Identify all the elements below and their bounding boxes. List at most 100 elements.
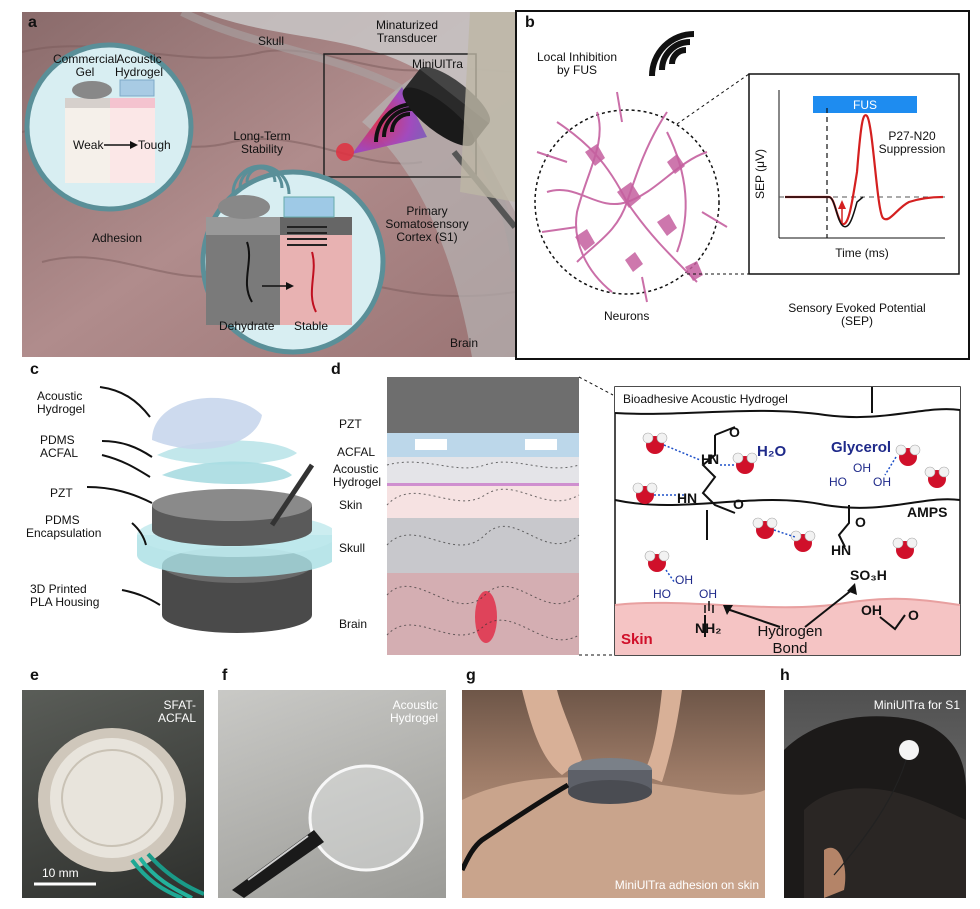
hydrogel-photo	[232, 764, 424, 898]
skin-adhesion-photo	[462, 690, 765, 898]
panel-c-letter: c	[30, 361, 39, 378]
chem-n-3: N	[841, 542, 852, 558]
c-housing-line1: 3D Printed	[30, 582, 87, 596]
long-term-label-line2: Stability	[240, 142, 284, 156]
sep-caption-line2: (SEP)	[840, 314, 873, 328]
fus-bar-label: FUS	[853, 98, 877, 112]
photo-f: Acoustic Hydrogel	[218, 690, 446, 898]
d-hydrogel-line2: Hydrogel	[333, 475, 382, 489]
chem-h-2: H	[677, 490, 688, 506]
brain-label: Brain	[450, 336, 479, 350]
transducer-photo	[34, 728, 204, 898]
acoustic-hydrogel-label-line1: Acoustic	[116, 52, 162, 66]
photo-g-caption: MiniUlTra adhesion on skin	[614, 878, 759, 892]
chem-h-1: H	[701, 451, 712, 467]
panel-c-illustration	[86, 386, 337, 633]
transducer-label-line2: Transducer	[376, 31, 438, 45]
panel-b: b Local Inhibition by FUS Neurons FUS P2…	[515, 10, 970, 360]
c-acoustic-hydrogel-line1: Acoustic	[37, 389, 83, 403]
chem-ho-glycerol: HO	[829, 475, 847, 489]
panel-g-letter: g	[466, 667, 476, 684]
chem-ho-glycerol-skin: HO	[653, 587, 671, 601]
stable-label: Stable	[294, 319, 329, 333]
transducer-label-line1: Minaturized	[375, 18, 439, 32]
panel-d: d PZT ACFAL Acoustic Hydrogel Skin Skull…	[325, 361, 965, 660]
s1-label-line1: Primary	[406, 204, 448, 218]
tough-label: Tough	[138, 138, 171, 152]
commercial-gel-label-line2: Gel	[75, 65, 95, 79]
chem-h-3: H	[831, 542, 842, 558]
commercial-gel-label-line1: Commercial	[52, 52, 117, 66]
h2o-label: H₂O	[757, 443, 787, 460]
panel-d-illustration	[386, 376, 961, 656]
chem-oh-glycerol-2: OH	[873, 475, 891, 489]
sep-caption-line1: Sensory Evoked Potential	[788, 301, 926, 315]
dehydrate-label: Dehydrate	[219, 319, 275, 333]
panel-b-illustration	[534, 31, 960, 303]
c-acfal-label: ACFAL	[40, 446, 79, 460]
photo-h-caption: MiniUlTra for S1	[873, 698, 960, 712]
c-pdms-enc-line1: PDMS	[45, 513, 80, 527]
sep-x-axis-label: Time (ms)	[835, 246, 889, 260]
sep-trace-black	[785, 196, 864, 228]
c-pzt-label: PZT	[50, 486, 73, 500]
fus-wave-icon	[649, 31, 695, 77]
panel-h-letter: h	[780, 667, 790, 684]
photo-f-caption-line2: Hydrogel	[389, 711, 438, 725]
photo-e-caption-line1: SFAT-	[163, 698, 196, 712]
c-pdms-label: PDMS	[40, 433, 75, 447]
head-photo	[784, 716, 966, 898]
chem-o-3: O	[855, 514, 866, 530]
inhibition-label-line2: by FUS	[556, 63, 597, 77]
c-pdms-enc-line2: Encapsulation	[26, 526, 102, 540]
sep-y-axis-label: SEP (μV)	[753, 148, 768, 200]
photo-f-caption-line1: Acoustic	[392, 698, 438, 712]
chem-oh-glycerol-3: OH	[675, 573, 693, 587]
bioadhesive-label: Bioadhesive Acoustic Hydrogel	[623, 392, 788, 406]
chem-nh2: NH₂	[695, 620, 722, 636]
chem-o-1: O	[729, 424, 740, 440]
fus-bar	[813, 96, 917, 113]
s1-label-line3: Cortex (S1)	[396, 230, 458, 244]
panel-a-illustration	[22, 12, 515, 357]
chem-so3h: SO₃H	[850, 567, 887, 583]
weak-label: Weak	[73, 138, 104, 152]
scale-bar-label: 10 mm	[42, 866, 79, 880]
acoustic-hydrogel-label-line2: Hydrogel	[114, 65, 164, 79]
d-acfal-label: ACFAL	[337, 445, 376, 459]
hbond-label-line1: Hydrogen	[757, 623, 823, 640]
c-acoustic-hydrogel-line2: Hydrogel	[37, 402, 86, 416]
d-hydrogel-line1: Acoustic	[333, 462, 379, 476]
photo-g: MiniUlTra adhesion on skin	[462, 690, 765, 898]
suppression-label-line1: P27-N20	[888, 129, 936, 143]
skull-label: Skull	[258, 34, 285, 48]
chem-n-1: N	[709, 451, 720, 467]
d-pzt-label: PZT	[339, 417, 362, 431]
chem-n-2: N	[687, 490, 698, 506]
sep-trace-red	[785, 114, 944, 226]
panel-a: a Skull Minaturized Transducer MiniUlTra…	[22, 12, 515, 357]
zoom-connector	[460, 12, 516, 202]
suppression-label-line2: Suppression	[878, 142, 946, 156]
miniultra-label: MiniUlTra	[412, 57, 463, 71]
chem-o-4: O	[908, 607, 919, 623]
glycerol-label: Glycerol	[831, 439, 892, 456]
skin-chem-label: Skin	[621, 631, 653, 648]
panel-e-letter: e	[30, 667, 39, 684]
panel-f-letter: f	[222, 667, 228, 684]
d-skull-label: Skull	[339, 541, 366, 555]
panel-a-letter: a	[28, 14, 37, 31]
photo-e-caption-line2: ACFAL	[157, 711, 196, 725]
photo-h: MiniUlTra for S1	[784, 690, 966, 898]
d-brain-label: Brain	[339, 617, 368, 631]
d-skin-label: Skin	[339, 498, 363, 512]
panel-d-letter: d	[331, 361, 341, 378]
chem-oh-glycerol-4: OH	[699, 587, 717, 601]
panel-c: c Acoustic Hydrogel PDMS ACFAL PZT PDMS …	[22, 361, 337, 655]
inhibition-label-line1: Local Inhibition	[536, 50, 618, 64]
chem-o-2: O	[733, 496, 744, 512]
adhesion-label: Adhesion	[92, 231, 143, 245]
photo-e: SFAT- ACFAL 10 mm	[22, 690, 204, 898]
panel-b-letter: b	[525, 14, 535, 31]
amps-label: AMPS	[907, 504, 948, 520]
